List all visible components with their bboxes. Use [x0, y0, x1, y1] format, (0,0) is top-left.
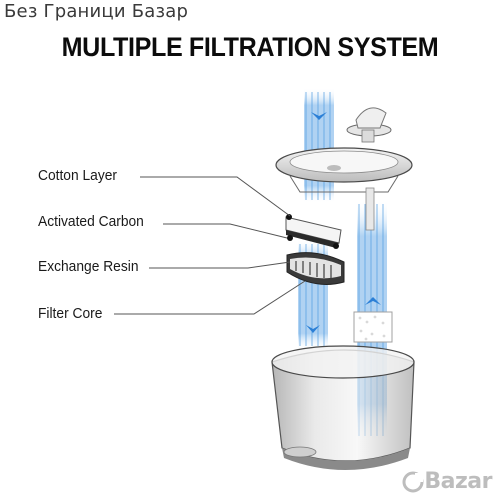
tray-lid [275, 147, 413, 231]
water-tank [271, 345, 415, 470]
bazar-logo-text: Bazar [424, 469, 492, 494]
label-activated-carbon: Activated Carbon [38, 213, 144, 230]
arrow-down-icon [306, 325, 320, 333]
bazar-logo-icon [402, 471, 424, 492]
bazar-watermark: Bazar [402, 469, 492, 494]
store-name: Без Граници Базар [4, 1, 189, 22]
page-title: MULTIPLE FILTRATION SYSTEM [61, 32, 439, 62]
label-filter-core: Filter Core [38, 305, 103, 322]
arrow-down-icon [311, 112, 327, 120]
label-cotton-layer: Cotton Layer [38, 167, 118, 184]
pump-nozzle [346, 107, 392, 143]
carbon-pad [285, 214, 342, 249]
filter-core-sponge [353, 311, 393, 343]
arrow-up-icon [365, 297, 381, 305]
label-exchange-resin: Exchange Resin [38, 258, 139, 275]
leader-lines [114, 176, 306, 315]
beam-top [304, 88, 334, 203]
resin-cartridge [286, 252, 345, 285]
